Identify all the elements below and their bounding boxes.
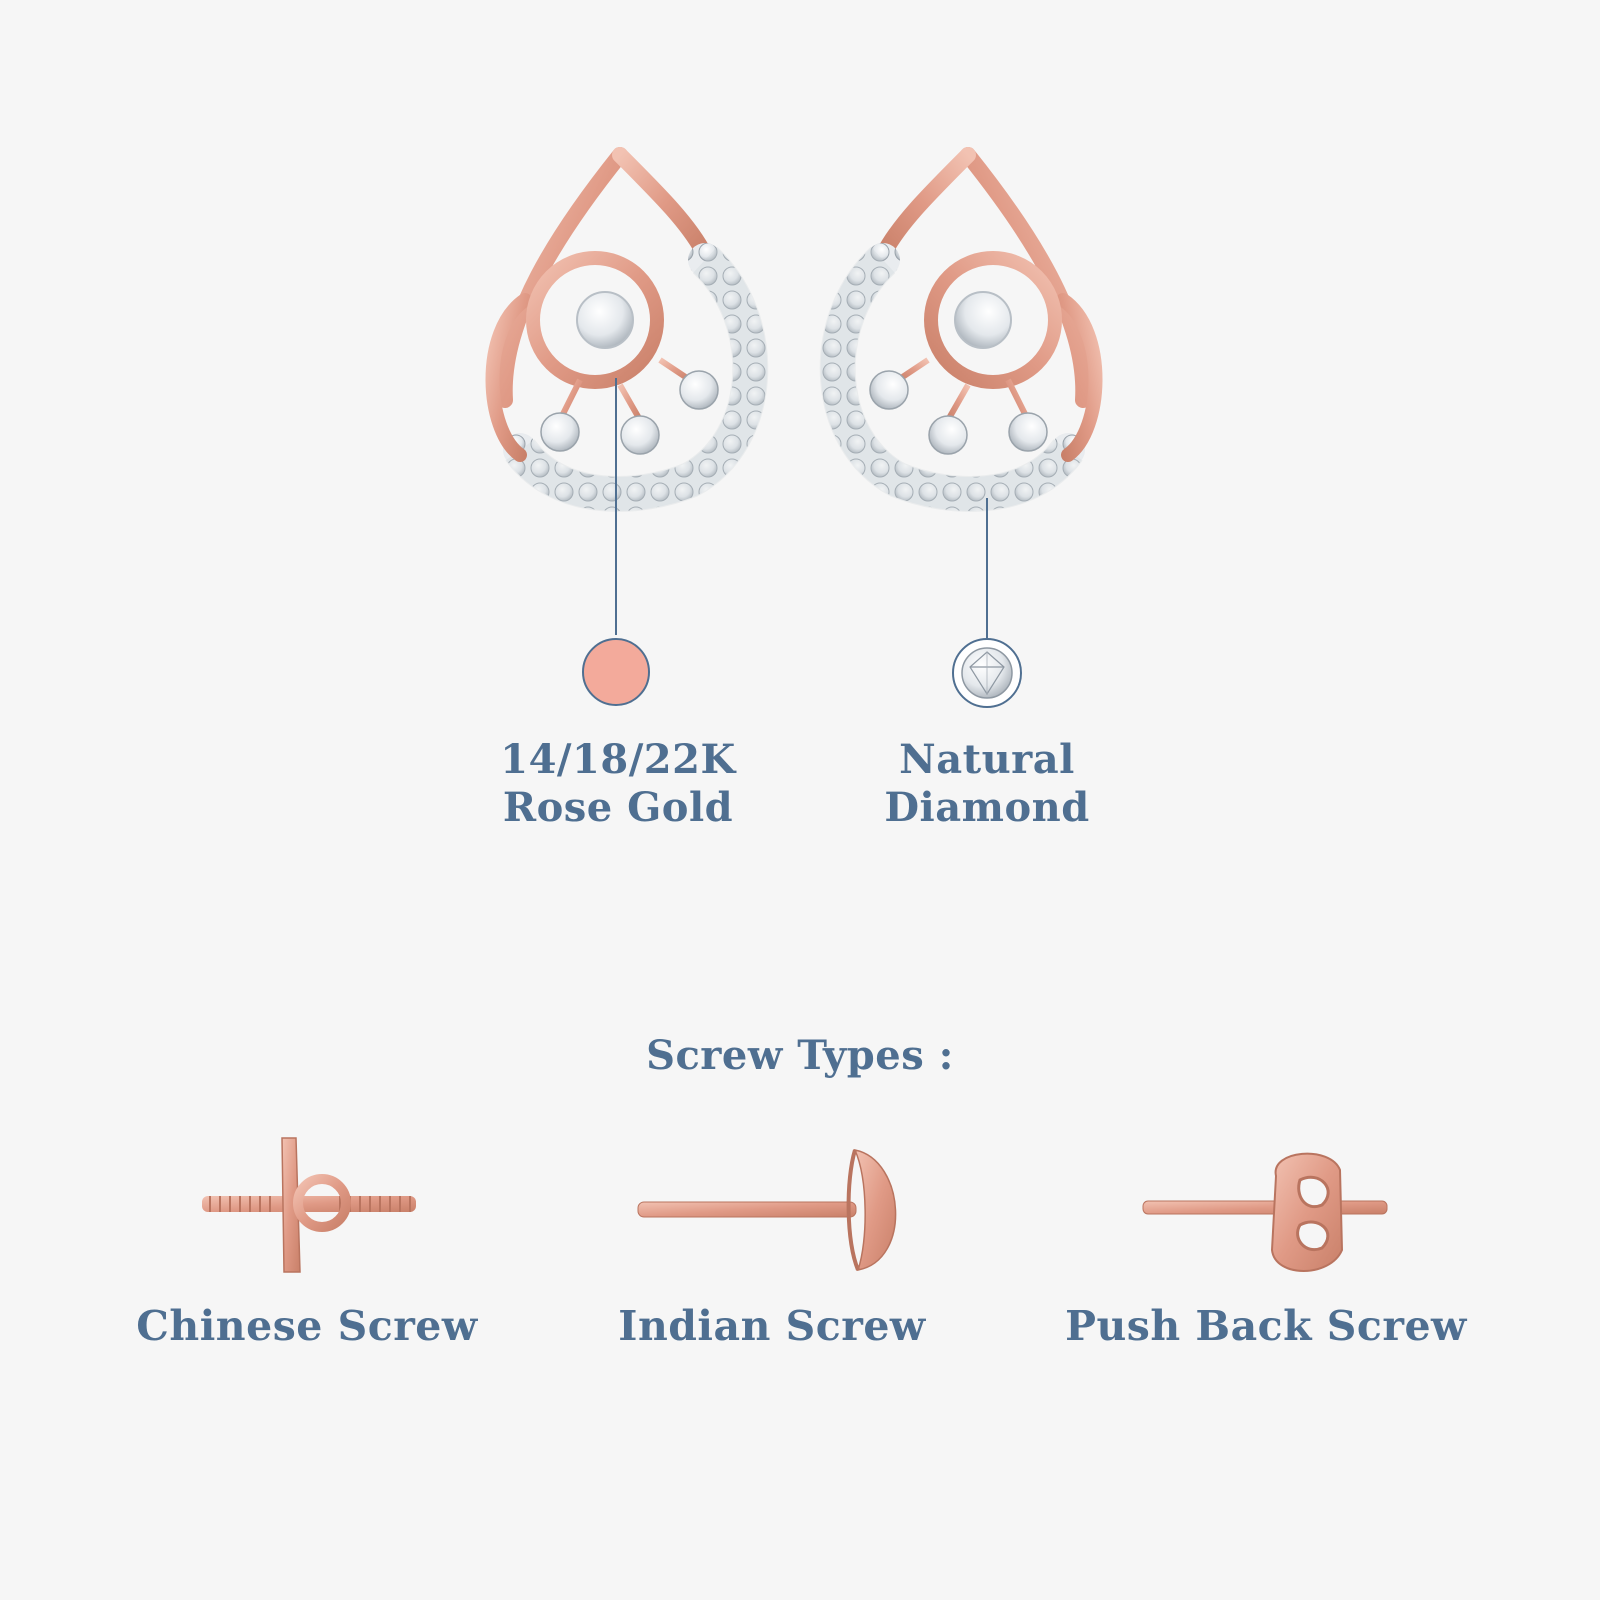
stone-type-text: Diamond — [884, 784, 1090, 831]
screw-types-heading: Screw Types : — [646, 1032, 954, 1079]
metal-karat-text: 14/18/22K — [500, 736, 736, 783]
push-back-screw-label: Push Back Screw — [1065, 1302, 1467, 1350]
stone-label: Natural Diamond — [827, 736, 1147, 832]
indian-screw-label: Indian Screw — [618, 1302, 926, 1350]
diamond-swatch-icon — [952, 638, 1022, 708]
chinese-screw-icon — [202, 1137, 416, 1273]
indian-screw-icon — [637, 1148, 897, 1271]
metal-label: 14/18/22K Rose Gold — [458, 736, 778, 832]
stone-origin-text: Natural — [899, 736, 1075, 783]
push-back-screw-icon — [1142, 1152, 1388, 1272]
chinese-screw-label: Chinese Screw — [136, 1302, 478, 1350]
rose-gold-swatch — [582, 638, 650, 706]
left-earring-image — [485, 147, 769, 512]
metal-type-text: Rose Gold — [502, 784, 734, 831]
right-earring-image — [819, 147, 1103, 512]
